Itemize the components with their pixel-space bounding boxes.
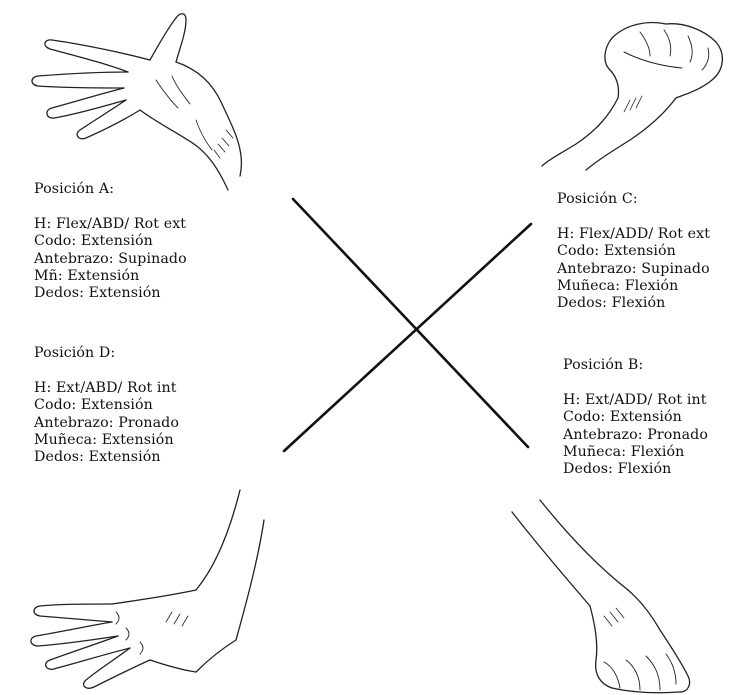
position-a-block: Posición A: H: Flex/ABD/ Rot ext Codo: E…: [34, 181, 187, 303]
position-d-forearm: Antebrazo: Pronado: [34, 415, 179, 432]
position-a-title: Posición A:: [34, 181, 187, 198]
position-d-fingers: Dedos: Extensión: [34, 449, 179, 466]
position-a-forearm: Antebrazo: Supinado: [34, 251, 187, 268]
position-c-shoulder: H: Flex/ADD/ Rot ext: [557, 226, 710, 243]
position-c-wrist: Muñeca: Flexión: [557, 278, 710, 295]
position-c-fingers: Dedos: Flexión: [557, 295, 710, 312]
position-b-elbow: Codo: Extensión: [563, 409, 708, 426]
position-c-forearm: Antebrazo: Supinado: [557, 261, 710, 278]
position-d-wrist: Muñeca: Extensión: [34, 432, 179, 449]
position-b-fingers: Dedos: Flexión: [563, 461, 708, 478]
position-a-elbow: Codo: Extensión: [34, 233, 187, 250]
open-hand-lower-left-icon: [31, 490, 264, 688]
position-b-wrist: Muñeca: Flexión: [563, 444, 708, 461]
center-cross: [284, 199, 531, 451]
position-b-title: Posición B:: [563, 357, 708, 374]
position-b-forearm: Antebrazo: Pronado: [563, 427, 708, 444]
position-a-fingers: Dedos: Extensión: [34, 285, 187, 302]
position-c-title: Posición C:: [557, 191, 710, 208]
position-a-shoulder: H: Flex/ABD/ Rot ext: [34, 216, 187, 233]
position-d-title: Posición D:: [34, 345, 179, 362]
position-d-block: Posición D: H: Ext/ABD/ Rot int Codo: Ex…: [34, 345, 179, 467]
open-hand-upper-left-icon: [32, 14, 241, 190]
position-b-shoulder: H: Ext/ADD/ Rot int: [563, 392, 708, 409]
fist-lower-right-icon: [512, 500, 690, 693]
position-d-shoulder: H: Ext/ABD/ Rot int: [34, 380, 179, 397]
position-d-elbow: Codo: Extensión: [34, 397, 179, 414]
fist-upper-right-icon: [542, 23, 722, 170]
position-a-wrist: Mñ: Extensión: [34, 268, 187, 285]
position-b-block: Posición B: H: Ext/ADD/ Rot int Codo: Ex…: [563, 357, 708, 479]
position-c-elbow: Codo: Extensión: [557, 243, 710, 260]
position-c-block: Posición C: H: Flex/ADD/ Rot ext Codo: E…: [557, 191, 710, 313]
diagonal-line-c-to-d: [284, 224, 531, 451]
